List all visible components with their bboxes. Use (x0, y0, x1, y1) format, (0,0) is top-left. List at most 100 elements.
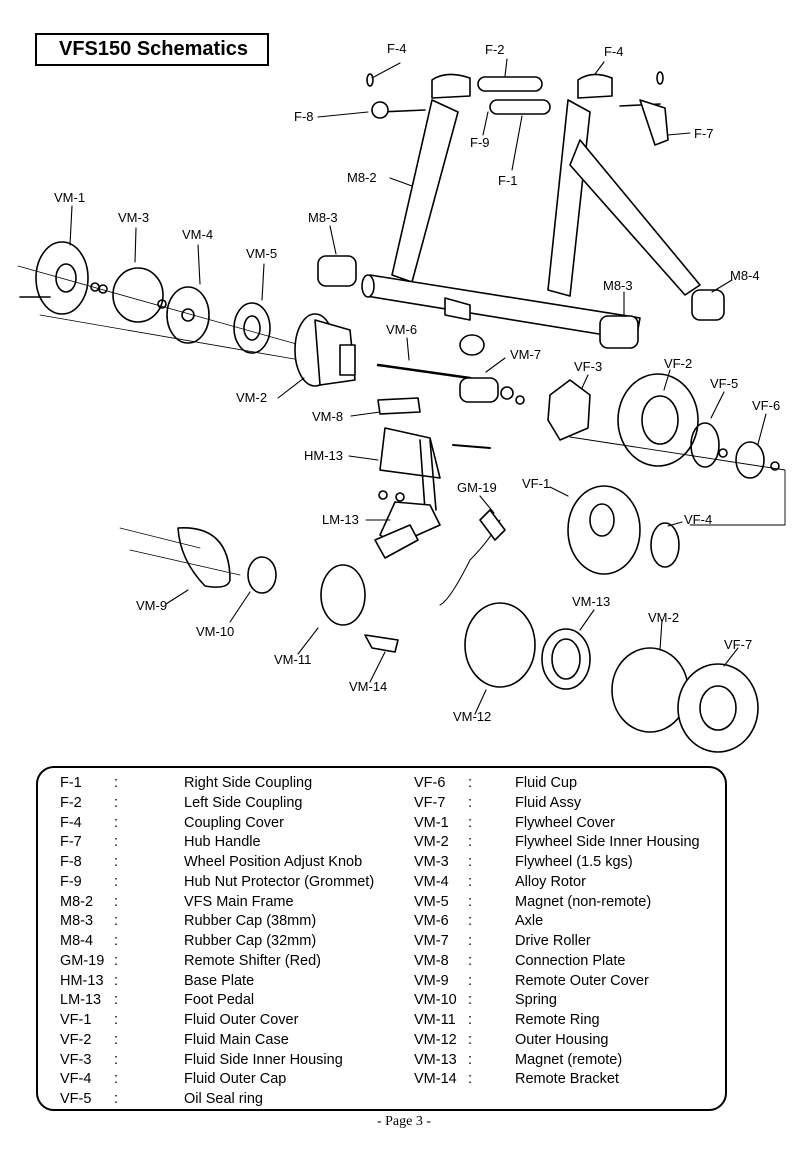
legend-separator: : (468, 893, 473, 910)
legend-part-description: Fluid Cup (515, 775, 578, 791)
legend-part-description: Magnet (non-remote) (515, 893, 652, 910)
base-plate-drawing (374, 397, 491, 559)
legend-part-code: VF-2 (60, 1031, 92, 1048)
callout-vm10: VM-10 (196, 624, 234, 639)
callout-f4-left: F-4 (387, 41, 407, 56)
callout-vm6: VM-6 (386, 322, 417, 337)
callout-vf7: VF-7 (724, 637, 752, 652)
callout-vm3: VM-3 (118, 210, 149, 225)
callout-f9: F-9 (470, 135, 490, 150)
callout-vf3: VF-3 (574, 359, 602, 374)
callout-m8-4: M8-4 (730, 268, 760, 283)
rubber-caps-drawing (317, 255, 725, 356)
callout-lm13: LM-13 (322, 512, 359, 527)
legend-separator: : (114, 794, 119, 811)
page-number: - Page 3 - (376, 1114, 432, 1129)
legend-separator: : (114, 1091, 119, 1107)
legend-separator: : (114, 933, 119, 949)
callout-f4-right: F-4 (604, 44, 624, 59)
legend-part-code: VM-5 (414, 893, 449, 910)
flywheel-group-drawing (17, 241, 301, 361)
legend-part-code: VM-12 (414, 1031, 457, 1048)
legend-separator: : (468, 933, 473, 949)
legend-part-code: M8-2 (60, 893, 94, 910)
legend-part-description: Flywheel Side Inner Housing (515, 834, 700, 851)
legend-part-description: Flywheel Cover (515, 814, 615, 831)
callout-vm13: VM-13 (572, 594, 610, 609)
legend-part-description: Fluid Assy (515, 794, 582, 811)
legend-separator: : (468, 1012, 473, 1028)
callout-f8: F-8 (294, 109, 314, 124)
callout-vm8: VM-8 (312, 409, 343, 424)
legend-separator: : (468, 1051, 473, 1068)
legend-separator: : (468, 834, 473, 851)
callout-vm14: VM-14 (349, 679, 387, 694)
main-frame-drawing (361, 73, 701, 341)
legend-part-description: Magnet (remote) (515, 1051, 623, 1068)
page-title: VFS150 Schematics (35, 33, 269, 66)
legend-part-code: VM-4 (414, 873, 449, 890)
legend-part-description: Outer Housing (515, 1031, 609, 1048)
legend-part-description: Fluid Outer Cap (184, 1071, 287, 1088)
callout-vf4: VF-4 (684, 512, 712, 527)
legend-part-code: F-4 (60, 814, 82, 831)
legend-part-code: VM-10 (414, 992, 457, 1009)
legend-part-description: Axle (515, 913, 544, 930)
legend-part-description: Drive Roller (515, 933, 591, 949)
legend-part-code: VM-13 (414, 1051, 457, 1068)
fluid-assembly-drawing (547, 373, 786, 575)
legend-separator: : (114, 775, 119, 791)
callout-f1: F-1 (498, 173, 518, 188)
legend-part-code: VM-6 (414, 913, 449, 930)
legend-separator: : (468, 913, 473, 930)
legend-separator: : (468, 873, 473, 890)
legend-part-code: F-7 (60, 834, 82, 851)
legend-separator: : (114, 873, 119, 890)
legend-part-description: Wheel Position Adjust Knob (184, 854, 363, 870)
legend-part-description: Flywheel (1.5 kgs) (515, 854, 633, 870)
legend-part-code: F-2 (60, 794, 82, 811)
legend-separator: : (468, 794, 473, 811)
legend-part-code: LM-13 (60, 992, 102, 1009)
legend-part-description: Spring (515, 992, 557, 1009)
legend-part-description: Fluid Outer Cover (184, 1012, 299, 1028)
legend-separator: : (114, 814, 119, 831)
legend-part-code: VM-7 (414, 933, 449, 949)
callout-f7: F-7 (694, 126, 714, 141)
legend-part-description: Rubber Cap (32mm) (184, 933, 317, 949)
legend-part-description: Remote Shifter (Red) (184, 952, 321, 969)
legend-part-code: VM-1 (414, 814, 449, 831)
legend-separator: : (468, 775, 473, 791)
legend-part-code: VF-5 (60, 1091, 92, 1107)
legend-separator: : (114, 854, 119, 870)
legend-part-description: Coupling Cover (184, 814, 284, 831)
legend-part-code: VM-3 (414, 854, 449, 870)
legend-part-description: Alloy Rotor (515, 873, 586, 890)
legend-part-description: Left Side Coupling (184, 794, 303, 811)
callout-vm2-upper: VM-2 (236, 390, 267, 405)
legend-part-code: F-8 (60, 854, 82, 870)
legend-part-code: VF-6 (414, 775, 446, 791)
callout-vf6: VF-6 (752, 398, 780, 413)
callout-vm9: VM-9 (136, 598, 167, 613)
legend-separator: : (114, 893, 119, 910)
legend-part-description: Hub Nut Protector (Grommet) (184, 873, 375, 890)
callout-leaders (69, 58, 767, 715)
callout-vf1: VF-1 (522, 476, 550, 491)
callout-vm11: VM-11 (274, 652, 311, 667)
legend-part-description: Oil Seal ring (184, 1091, 263, 1107)
callout-vm1: VM-1 (54, 190, 85, 205)
callout-f2: F-2 (485, 42, 505, 57)
legend-part-code: VF-1 (60, 1012, 92, 1028)
legend-separator: : (468, 992, 473, 1009)
legend-separator: : (468, 814, 473, 831)
legend-part-code: F-9 (60, 873, 82, 890)
legend-part-description: Remote Bracket (515, 1071, 619, 1088)
legend-part-description: Right Side Coupling (184, 775, 313, 791)
legend-separator: : (468, 854, 473, 870)
legend-part-description: Base Plate (184, 972, 255, 989)
legend-part-code: HM-13 (60, 972, 104, 989)
legend-part-description: VFS Main Frame (184, 893, 294, 910)
legend-separator: : (114, 1012, 119, 1028)
legend-part-code: VM-9 (414, 972, 449, 989)
